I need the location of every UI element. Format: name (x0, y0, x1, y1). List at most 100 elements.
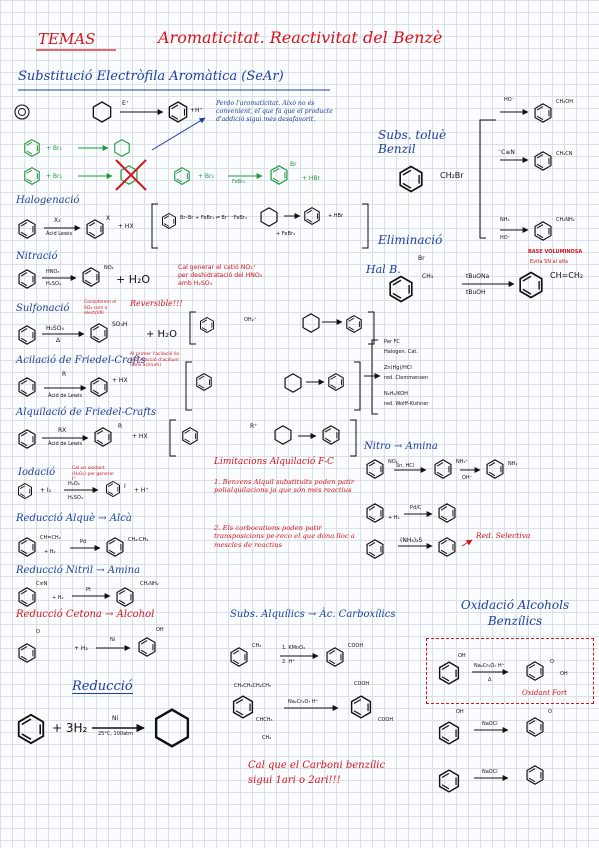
carboxylic-scheme (230, 647, 372, 719)
tol-ho: HO⁻ (504, 97, 515, 103)
iod-h2so4: H₂SO₄ (68, 495, 83, 501)
carb-chain: CH₂CH₂CH₂CH₃ (234, 683, 272, 689)
nitrile-reduction-label: Reducció Nitril → Amina (16, 565, 141, 576)
no2-label: NO₂ (104, 265, 114, 271)
lewis-acid-label: Àcid Lewis (46, 231, 73, 237)
sulfonation-label: Sulfonació (16, 303, 70, 314)
x-label: X (106, 215, 111, 222)
reversible-label: Reversible!!! (130, 299, 183, 308)
oxidation-title: Oxidació Alcohols Benzílics (460, 598, 570, 628)
ox-delta: Δ (488, 677, 492, 683)
alkylation-scheme (18, 419, 357, 457)
benzyl-substitution-title: Subs. toluè Benzil (378, 128, 447, 157)
sulf-h2so4: H₂SO₄ (46, 325, 64, 332)
ketone-reduction-label: Reducció Cetona → Alcohol (16, 609, 155, 620)
elimination-scheme (389, 271, 543, 303)
alkene-reduction-label: Reducció Alquè → Alcà (16, 513, 132, 524)
carb-cooh3: COOH (378, 717, 394, 723)
halogenation-scheme (18, 203, 369, 249)
carb-ch: CHCH₃ (256, 717, 273, 723)
iodination-label: Iodació (18, 467, 56, 478)
halogenation-label: Halogenació (16, 195, 80, 206)
limitation-1: 1. Benzens Alquil substituïts poden pati… (214, 478, 355, 495)
elimination-title: Eliminació (378, 233, 443, 247)
sulfonation-scheme (18, 311, 375, 345)
alkylation-label: Alquilació de Friedel-Crafts (16, 407, 157, 418)
base-label: BASE VOLUMINOSA (528, 249, 583, 255)
eplus-label: E⁺ (122, 100, 129, 107)
alcohol-oxidation-scheme (438, 661, 544, 793)
nitration-label: Nitració (16, 251, 58, 262)
tol-ch2oh: CH₂OH (556, 99, 573, 105)
carboxylic-label: Subs. Alquílics → Àc. Carboxílics (230, 609, 396, 620)
oxidant-fort-box (426, 638, 594, 704)
iodination-scheme (18, 481, 120, 499)
limitation-2: 2. Els carbocations poden patir transpos… (214, 524, 355, 549)
nitro-sn: Sn, HCl (396, 463, 415, 469)
acyl-note: Al primer l'acilació és una reacció d'ac… (130, 352, 180, 369)
base-note: Evita SN al alfa (530, 259, 568, 265)
ch2br-label: CH₂Br (440, 171, 464, 180)
nitro-nh4s: (NH₄)₂S (400, 537, 423, 544)
oxidant-fort-label: Oxidant Fort (522, 689, 567, 697)
nitration-note: Cal generar el catió NO₂⁺ per deshidrata… (178, 264, 263, 287)
elim-ch3: CH₃ (422, 273, 434, 280)
acylation-label: Acilació de Friedel-Crafts (16, 355, 146, 366)
halog-febr3: + FeBr₃ (276, 231, 295, 237)
hx-label: + HX (118, 223, 134, 230)
febr3-label: FeBr₃ (232, 179, 246, 185)
h2o-label: + H₂O (116, 273, 151, 286)
page-title: Aromaticitat. Reactivitat del Benzè (158, 28, 443, 47)
elim-tbuona: tBuONa (466, 273, 490, 280)
sear-title: Substitució Electròfila Aromàtica (SeAr) (18, 69, 284, 84)
ox-reag: Na₂Cr₂O₇ H⁺ (474, 663, 505, 669)
ox-o: O (550, 659, 554, 665)
iod-i: I (124, 483, 126, 490)
acyl-fc3: Zn(Hg)/HCl (384, 365, 412, 371)
alkene-reduction-scheme (18, 537, 124, 557)
carb-na2: Na₂Cr₂O₇ H⁺ (288, 699, 319, 705)
acyl-lewis: Àcid de Lewis (48, 393, 82, 399)
red-alq-h2: + H₂ (44, 549, 56, 555)
nitro-amine-scheme (366, 459, 504, 559)
sulf-h2o: + H₂O (146, 329, 177, 340)
elim-product: CH=CH₂ (550, 271, 584, 280)
nitrile-reduction-scheme (18, 587, 134, 607)
carb-ch3: CH₃ (252, 643, 262, 649)
ox-naocl2: NaOCl (482, 769, 498, 775)
sulf-note: Considerem el SO₃ com a electròfil (84, 300, 117, 317)
hbr-label: + HBr (302, 175, 321, 182)
carb-cooh2: COOH (354, 681, 370, 687)
halb-label: Hal B. (366, 263, 401, 276)
tol-nh3: NH₃ (500, 217, 510, 223)
red-nitr-pt: Pt (86, 587, 91, 593)
alk-rplus: R⁺ (250, 423, 258, 430)
alk-rx: RX (58, 427, 67, 434)
nitro-no2: NO₂ (388, 459, 398, 465)
sulf-delta: Δ (56, 337, 61, 344)
elim-br: Br (418, 255, 425, 262)
limitations-title: Limitacions Alquilació F-C (214, 457, 334, 467)
ox-oh: OH (458, 653, 466, 659)
red-cet-o: O (36, 629, 40, 635)
red-nitr-h2: + H₂ (52, 595, 64, 601)
red-nitr-cn: C≡N (36, 581, 48, 587)
halog-mechanism: Br–Br + FeBr₃ ⇌ Br⁺ ⁻FeBr₄ (180, 215, 247, 221)
tol-ch2nh2: CH₂NH₂ (556, 217, 575, 223)
nitro-amine-label: Nitro → Amina (364, 441, 438, 452)
acyl-fc4: red. Clemmensen (384, 375, 429, 381)
carb-kmno4: 1. KMnO₄ (282, 645, 306, 651)
acyl-r: R (62, 371, 67, 378)
iod-h: + H⁺ (134, 487, 149, 494)
reduction-label: Reducció (72, 679, 133, 694)
red-3h2: + 3H₂ (52, 721, 88, 735)
nitro-h2: + H₂ (388, 515, 400, 521)
sear-note: Perdo l'aromaticitat. Això no és conveni… (216, 100, 333, 123)
tol-ch2cn: CH₂CN (556, 151, 573, 157)
iod-i2: + I₂ (40, 487, 52, 494)
carb-h: 2. H⁺ (282, 659, 295, 665)
iod-h2o2: H₂O₂ (68, 481, 80, 487)
elim-tbuoh: tBuOH (466, 289, 486, 296)
so3h-label: SO₃H (112, 321, 128, 328)
